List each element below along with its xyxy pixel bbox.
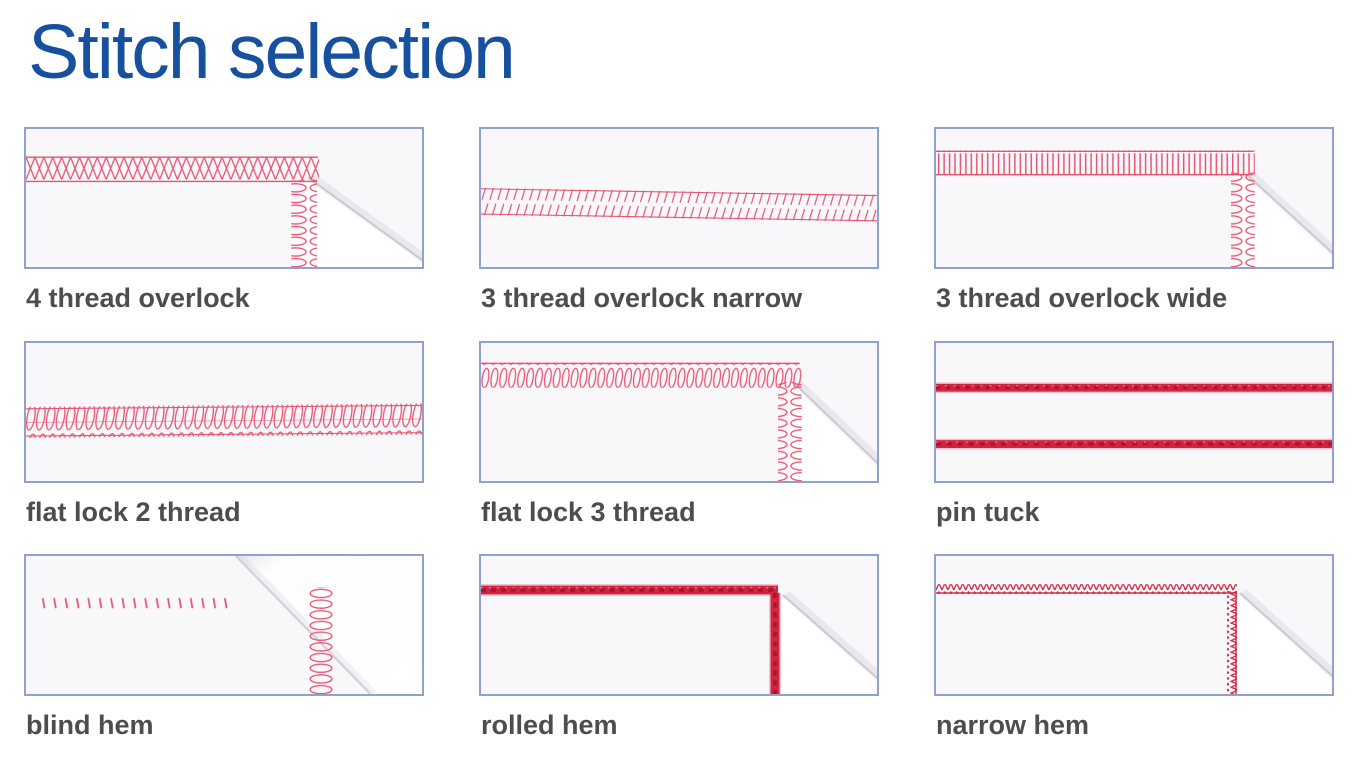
- stitch-label: narrow hem: [936, 710, 1090, 740]
- stitch-sample-photo-rolled-hem: [479, 554, 879, 696]
- stitch-tile-flat-lock-2-thread[interactable]: flat lock 2 thread: [24, 340, 424, 554]
- stitch-tile-pin-tuck[interactable]: pin tuck: [934, 340, 1334, 554]
- stitch-sample-photo-4-thread-overlock: [24, 127, 424, 270]
- stitch-label: rolled hem: [481, 710, 618, 740]
- stitch-label: pin tuck: [936, 496, 1040, 527]
- stitch-label: 3 thread overlock wide: [936, 283, 1228, 314]
- stitch-label: 3 thread overlock narrow: [481, 283, 803, 314]
- stitch-sample-photo-3-thread-overlock-wide: [934, 127, 1334, 270]
- stitch-tile-4-thread-overlock[interactable]: 4 thread overlock: [24, 127, 424, 340]
- page-title: Stitch selection: [28, 9, 516, 95]
- stitch-label: 4 thread overlock: [26, 283, 250, 314]
- stitch-sample-photo-pin-tuck: [934, 340, 1334, 483]
- stitch-grid: 4 thread overlock 3 thread overlock narr…: [24, 127, 1334, 767]
- stitch-label: blind hem: [26, 710, 154, 740]
- stitch-tile-3-thread-overlock-wide[interactable]: 3 thread overlock wide: [934, 127, 1334, 340]
- stitch-tile-rolled-hem[interactable]: rolled hem: [479, 554, 879, 767]
- stitch-sample-photo-narrow-hem: [934, 554, 1334, 696]
- stitch-label: flat lock 2 thread: [26, 496, 241, 527]
- stitch-sample-photo-flat-lock-3-thread: [479, 340, 879, 483]
- stitch-tile-narrow-hem[interactable]: narrow hem: [934, 554, 1334, 767]
- stitch-tile-blind-hem[interactable]: blind hem: [24, 554, 424, 767]
- stitch-tile-3-thread-overlock-narrow[interactable]: 3 thread overlock narrow: [479, 127, 879, 340]
- stitch-sample-photo-blind-hem: [24, 554, 424, 696]
- stitch-label: flat lock 3 thread: [481, 496, 696, 527]
- stitch-sample-photo-flat-lock-2-thread: [24, 340, 424, 483]
- stitch-sample-photo-3-thread-overlock-narrow: [479, 127, 879, 270]
- stitch-tile-flat-lock-3-thread[interactable]: flat lock 3 thread: [479, 340, 879, 554]
